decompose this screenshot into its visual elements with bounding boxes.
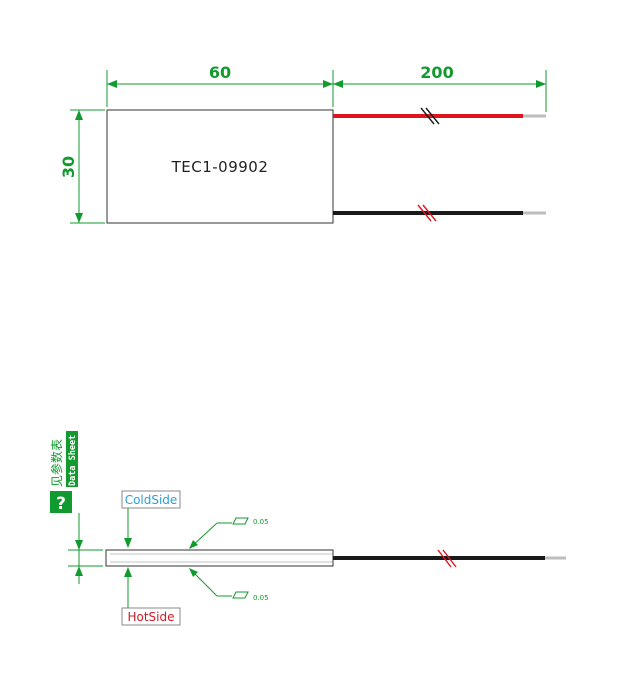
flatness-callout-bottom: 0.05: [189, 568, 269, 602]
arrow-icon: [189, 568, 198, 577]
side-view: ? 见参数表 Data Sheet ColdSide HotSide: [49, 431, 566, 626]
arrow-left-icon: [333, 80, 343, 88]
module-side-body: [105, 549, 334, 567]
arrow-left-icon: [107, 80, 117, 88]
datasheet-en-box: [66, 431, 78, 487]
datasheet-en-label: Data Sheet: [68, 435, 78, 486]
datasheet-badge: ? 见参数表 Data Sheet: [49, 431, 78, 514]
help-icon-box: [50, 491, 72, 513]
arrow-down-icon: [75, 540, 83, 550]
arrow-down-icon: [75, 213, 83, 223]
help-icon: ?: [56, 494, 66, 514]
cold-side-box: [121, 490, 181, 509]
arrow-icon: [189, 540, 198, 549]
flatness-callout-top: 0.05: [189, 517, 269, 549]
top-view: 60 200 30 TEC1-09902: [59, 63, 547, 224]
flatness-symbol-icon: [232, 517, 249, 525]
flatness-value-bottom: 0.05: [253, 594, 269, 602]
hot-side-box: [121, 607, 181, 626]
lead-dimension-label: 200: [420, 63, 453, 82]
model-label: TEC1-09902: [171, 158, 269, 176]
wire-break-mark-red: [420, 107, 440, 125]
arrow-up-icon: [75, 110, 83, 120]
arrow-up-icon: [75, 566, 83, 576]
width-dimension-label: 60: [209, 63, 231, 82]
hot-side-label: HotSide: [127, 610, 174, 624]
wire-break-mark-side: [437, 549, 457, 568]
module-body: [106, 109, 334, 224]
arrow-down-icon: [124, 538, 132, 548]
arrow-up-icon: [124, 567, 132, 577]
flatness-symbol-icon: [232, 591, 249, 599]
cold-side-label: ColdSide: [125, 493, 178, 507]
arrow-right-icon: [536, 80, 546, 88]
height-dimension-label: 30: [59, 156, 78, 178]
wire-break-mark-black: [417, 204, 437, 222]
flatness-value-top: 0.05: [253, 518, 269, 526]
arrow-right-icon: [323, 80, 333, 88]
datasheet-cn-label: 见参数表: [49, 439, 64, 487]
